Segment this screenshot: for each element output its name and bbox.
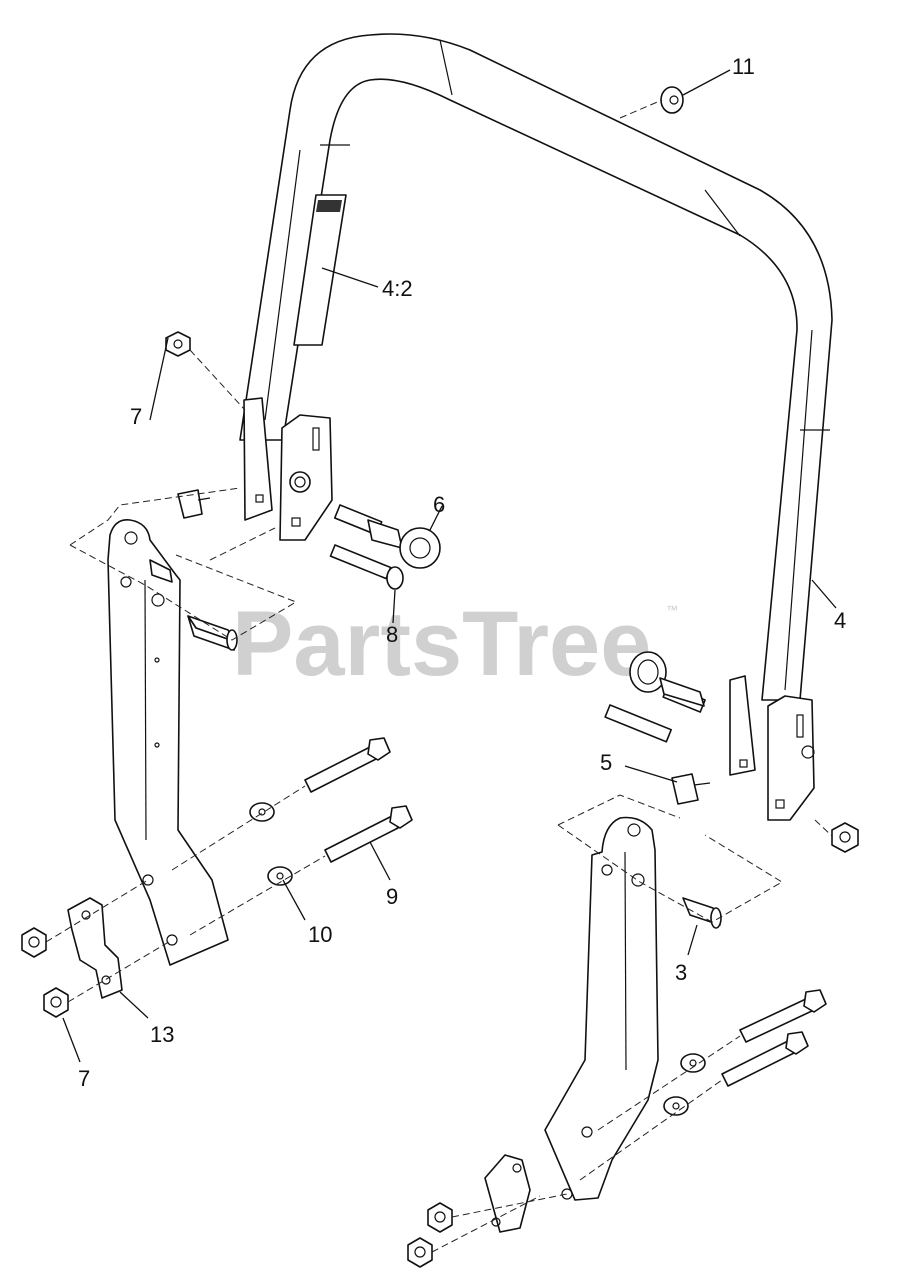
- left-flange-nuts: [21, 331, 191, 1018]
- right-lock-pin-knob: [629, 651, 705, 707]
- callout-11: 11: [732, 54, 755, 79]
- right-clip: [671, 773, 711, 805]
- roll-bar-hoop: [239, 33, 833, 701]
- left-lock-pin-knob: [367, 519, 441, 569]
- callout-5: 5: [600, 750, 612, 775]
- decal: [293, 194, 347, 346]
- right-bolts: [663, 989, 827, 1116]
- left-bolts: [249, 737, 413, 886]
- callout-9: 9: [386, 884, 398, 909]
- watermark-text: PartsTree: [232, 593, 651, 695]
- left-backing-plate: [67, 897, 123, 999]
- watermark-trademark: ™: [666, 603, 678, 617]
- top-washer: [660, 86, 684, 114]
- left-hoop-bracket: [243, 397, 333, 541]
- left-clip: [177, 489, 211, 519]
- callout-3: 3: [675, 960, 687, 985]
- callout-7-bottom: 7: [78, 1066, 90, 1091]
- callout-labels: 11 4:2 7 6 8 4 5 9 10 3 13 7: [78, 54, 846, 1091]
- right-roll-bar-leg: [544, 816, 659, 1201]
- callout-10: 10: [308, 922, 332, 947]
- right-hoop-bracket: [729, 675, 815, 821]
- callout-6: 6: [433, 492, 445, 517]
- left-roll-bar-leg: [107, 518, 229, 966]
- callout-13: 13: [150, 1022, 174, 1047]
- right-flange-nuts: [407, 822, 859, 1268]
- callout-7-top: 7: [130, 404, 142, 429]
- assembly-lines: [45, 99, 833, 1253]
- callout-4: 4: [834, 608, 846, 633]
- callout-leaders: [62, 69, 837, 1063]
- callout-4-2: 4:2: [382, 276, 413, 301]
- right-backing-plate: [484, 1154, 531, 1233]
- callout-8: 8: [386, 622, 398, 647]
